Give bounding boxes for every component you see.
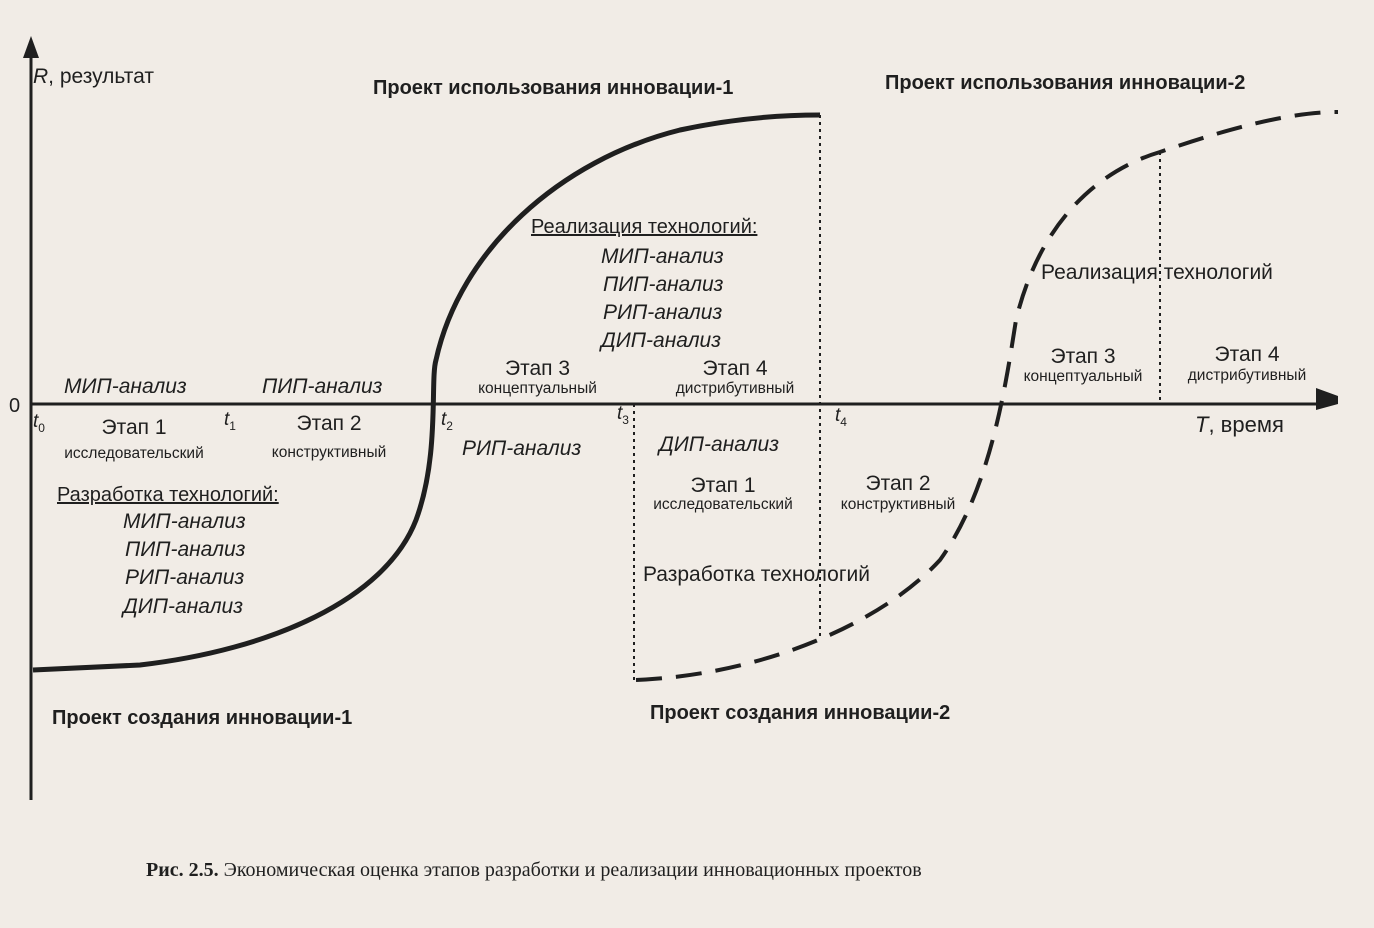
stage4-project1: Этап 4 дистрибутивный (675, 357, 795, 397)
label-rip-below-axis: РИП-анализ (462, 437, 582, 460)
stage1-project2: Этап 1 исследовательский (653, 474, 793, 513)
tick-t2: t2 (441, 409, 453, 433)
title-create-project-2: Проект создания инновации-2 (650, 702, 951, 724)
title-create-project-1: Проект создания инновации-1 (52, 707, 353, 729)
tick-t4: t4 (835, 405, 847, 429)
title-use-project-2: Проект использования инновации-2 (885, 72, 1246, 94)
x-axis-label: T, время (1195, 412, 1284, 437)
label-dip-project2: ДИП-анализ (659, 433, 779, 456)
realization-pip: ПИП-анализ (603, 273, 724, 296)
development-mip: МИП-анализ (123, 510, 246, 533)
y-axis-label: R, результат (33, 65, 154, 88)
stage2-project2: Этап 2 конструктивный (840, 472, 956, 513)
development-project2: Разработка технологий (643, 563, 870, 586)
development-rip: РИП-анализ (125, 566, 245, 589)
stage3-project1: Этап 3 концептуальный (478, 357, 597, 397)
realization-heading: Реализация технологий: (531, 216, 758, 238)
y-axis-arrow (23, 36, 39, 58)
realization-project2: Реализация технологий (1041, 261, 1273, 284)
development-dip: ДИП-анализ (123, 595, 243, 618)
origin-label: 0 (9, 395, 21, 417)
realization-mip: МИП-анализ (601, 245, 724, 268)
tick-t3: t3 (617, 403, 629, 427)
curve-innovation-2 (635, 110, 1339, 682)
stage1-project1: Этап 1 исследовательский (64, 416, 204, 462)
tick-t0: t0 (33, 411, 45, 435)
curve-innovation-1 (32, 112, 821, 673)
label-mip-stage1: МИП-анализ (64, 375, 187, 398)
stage4-project2: Этап 4 дистрибутивный (1187, 343, 1307, 384)
figure-caption: Рис. 2.5. Экономическая оценка этапов ра… (146, 859, 922, 881)
realization-rip: РИП-анализ (603, 301, 723, 324)
development-heading: Разработка технологий: (57, 484, 279, 506)
x-axis-arrow (1316, 388, 1338, 410)
development-pip: ПИП-анализ (125, 538, 246, 561)
stage2-project1: Этап 2 конструктивный (271, 412, 387, 461)
realization-dip: ДИП-анализ (601, 329, 721, 352)
stage3-project2: Этап 3 концептуальный (1023, 345, 1143, 385)
label-pip-stage2: ПИП-анализ (262, 375, 383, 398)
title-use-project-1: Проект использования инновации-1 (373, 77, 734, 99)
tick-t1: t1 (224, 409, 236, 433)
